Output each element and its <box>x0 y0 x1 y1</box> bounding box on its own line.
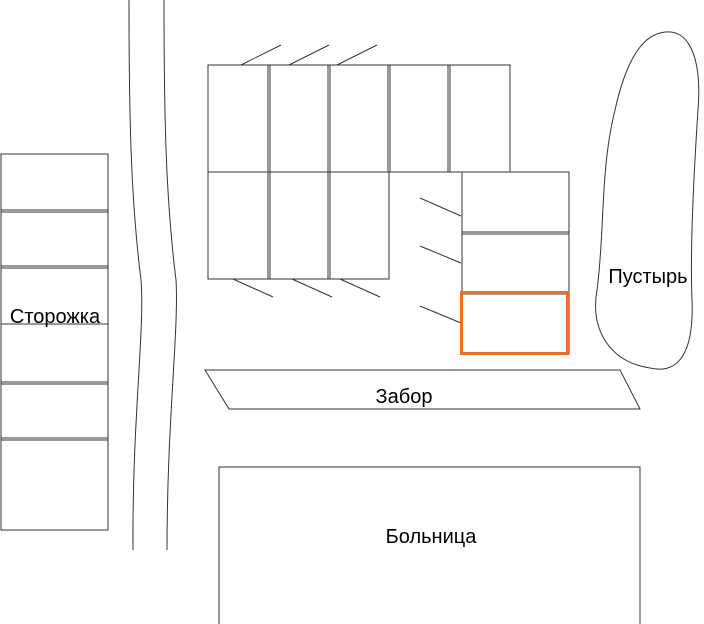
road-right-edge <box>163 0 177 551</box>
wasteland-area <box>595 31 700 370</box>
guardhouse-label: Сторожка <box>10 306 101 328</box>
highlighted-section[interactable] <box>460 291 569 355</box>
fence-label: Забор <box>376 386 433 408</box>
wasteland-label: Пустырь <box>608 266 687 288</box>
hospital-building <box>218 466 641 624</box>
fence-shape <box>204 369 641 410</box>
guardhouse-building <box>0 153 109 531</box>
hospital-label: Больница <box>386 526 478 548</box>
road-left-edge <box>128 0 143 551</box>
building-block-top <box>207 44 511 298</box>
building-block-right <box>419 171 570 355</box>
